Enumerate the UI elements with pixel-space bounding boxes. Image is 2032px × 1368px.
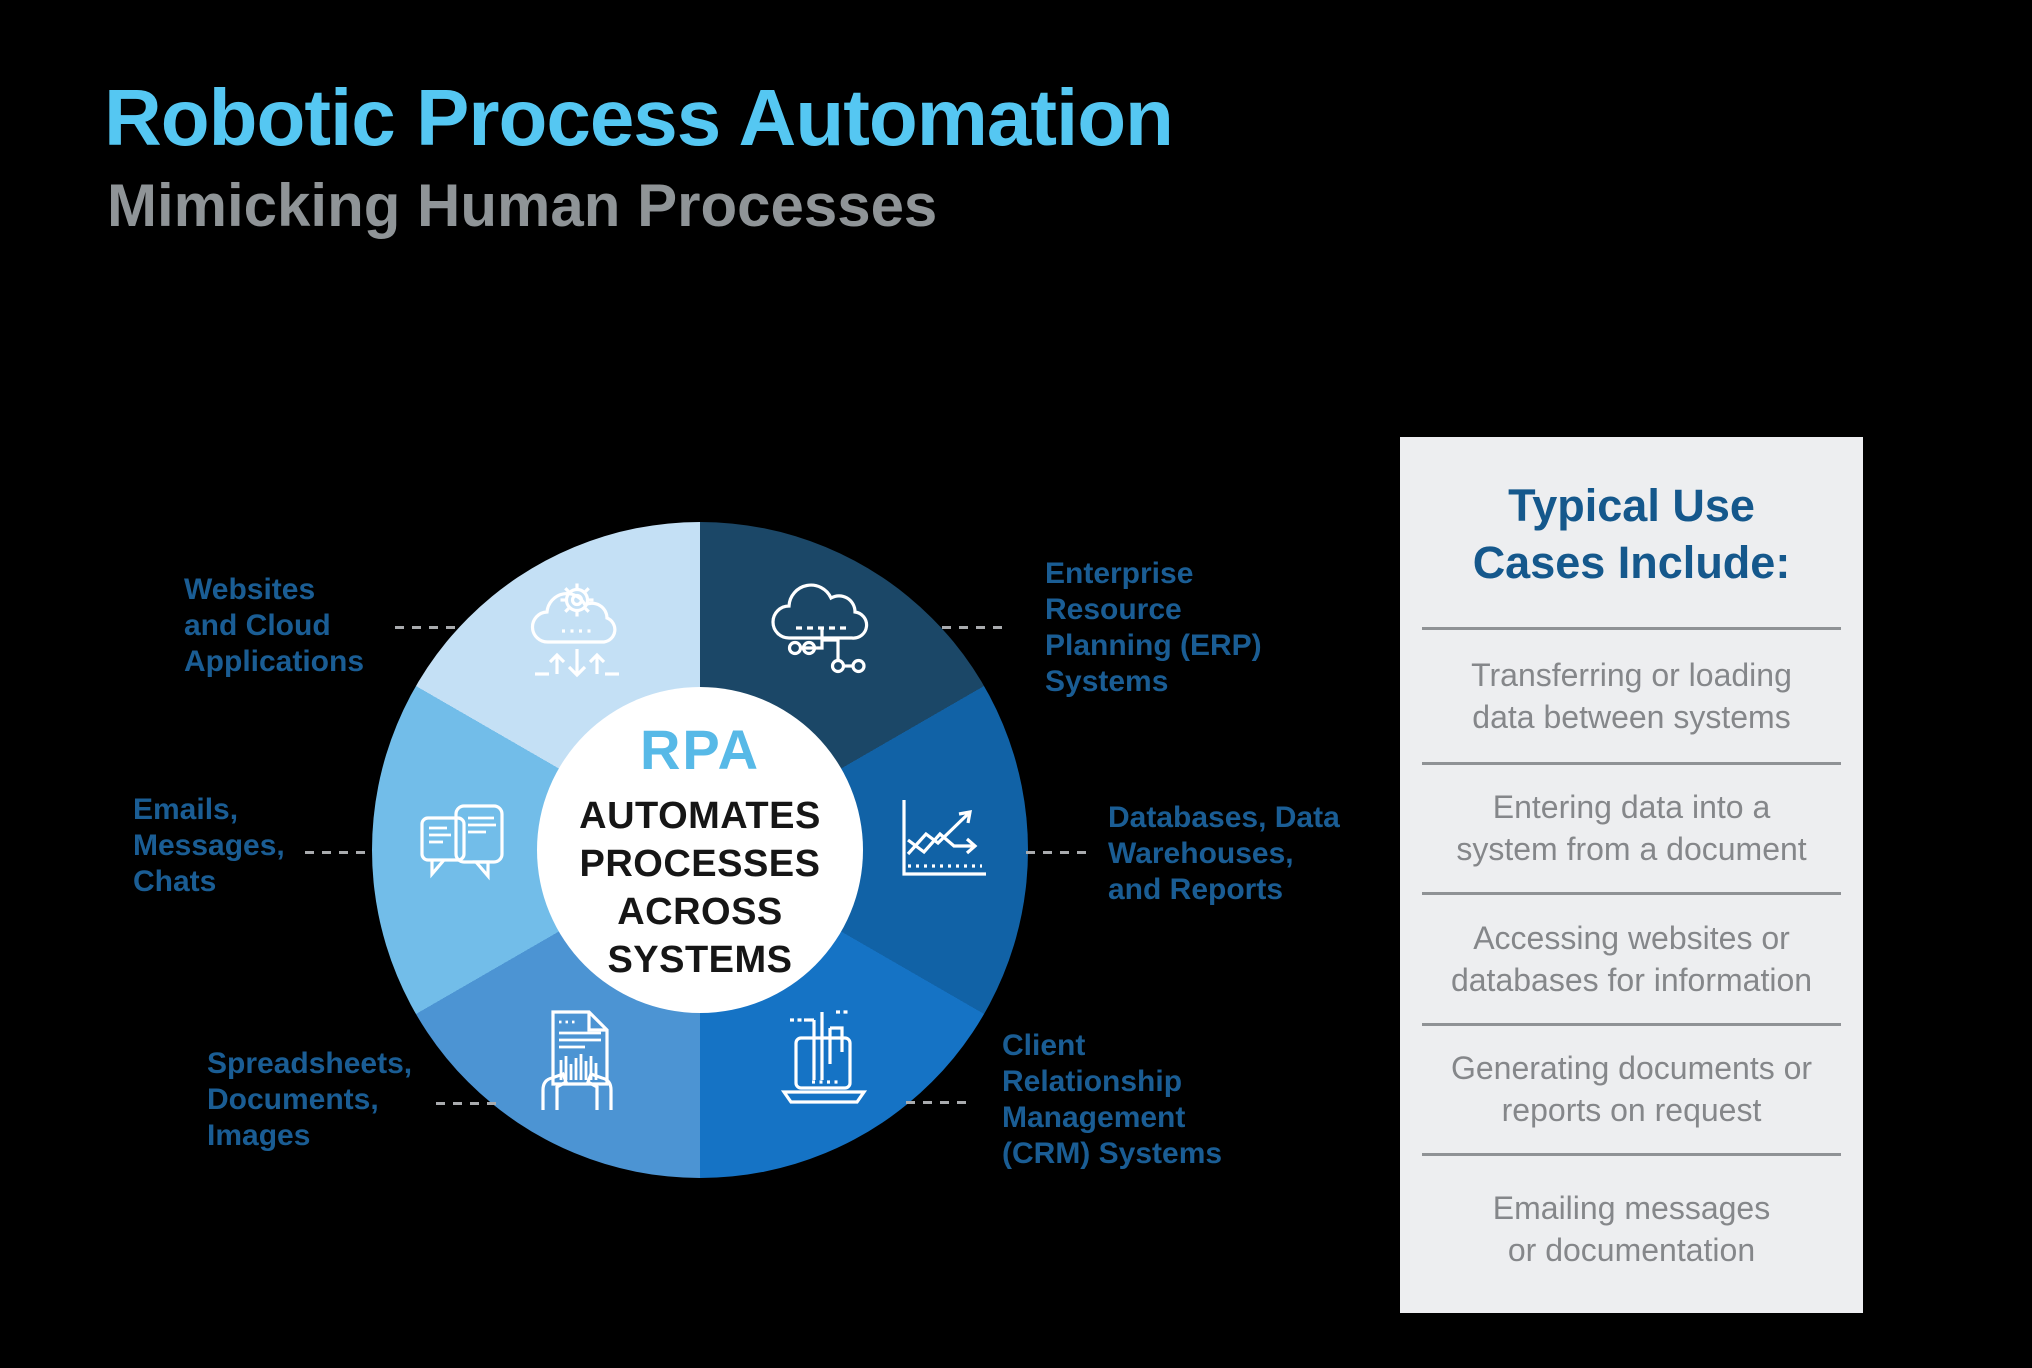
panel-divider [1422, 1153, 1841, 1156]
laptop-icon [762, 1000, 882, 1120]
use-case-item: Accessing websites or databases for info… [1410, 895, 1853, 1022]
connector-emails [305, 851, 373, 854]
use-case-line: reports on request [1501, 1092, 1762, 1128]
use-case-item: Generating documents or reports on reque… [1410, 1026, 1853, 1152]
connector-erp [942, 626, 1008, 629]
cloud-gear-icon [517, 570, 637, 690]
label-line: Databases, Data [1108, 801, 1340, 834]
use-cases-title: Typical Use Cases Include: [1400, 477, 1863, 591]
use-case-line: Generating documents or [1450, 1050, 1813, 1086]
label-line: Management [1002, 1101, 1186, 1134]
connector-websites [395, 626, 457, 629]
label-websites-cloud: Websites and Cloud Applications [184, 572, 364, 680]
label-line: and Reports [1108, 873, 1284, 906]
use-case-line: system from a document [1456, 831, 1807, 867]
label-line: Websites [184, 573, 316, 606]
label-line: Messages, [133, 829, 285, 862]
use-cases-panel: Typical Use Cases Include: Transferring … [1400, 437, 1863, 1313]
label-line: Planning (ERP) [1045, 629, 1262, 662]
label-crm-systems: Client Relationship Management (CRM) Sys… [1002, 1028, 1222, 1172]
rpa-acronym: RPA [639, 717, 761, 781]
cloud-network-icon [762, 570, 882, 690]
wheel-center-caption: AUTOMATES PROCESSES ACROSS SYSTEMS [579, 792, 821, 984]
use-case-line: or documentation [1507, 1231, 1756, 1268]
use-cases-title-line: Typical Use [1508, 480, 1755, 531]
label-line: Images [207, 1119, 311, 1152]
connector-spreadsheets [436, 1102, 500, 1105]
label-line: and Cloud [184, 609, 331, 642]
label-erp-systems: Enterprise Resource Planning (ERP) Syste… [1045, 556, 1262, 700]
use-case-line: databases for information [1450, 961, 1813, 998]
use-case-line: Entering data into a [1492, 789, 1771, 825]
label-line: Chats [133, 865, 217, 898]
wheel-center: RPA AUTOMATES PROCESSES ACROSS SYSTEMS [537, 687, 863, 1013]
use-case-item: Transferring or loading data between sys… [1410, 630, 1853, 761]
connector-databases [1026, 851, 1088, 854]
use-case-line: Accessing websites or [1473, 919, 1790, 956]
label-line: Warehouses, [1108, 837, 1294, 870]
label-line: Emails, [133, 793, 239, 826]
caption-line: AUTOMATES [579, 794, 821, 837]
chart-icon [882, 778, 1002, 898]
label-line: Client [1002, 1029, 1086, 1062]
label-line: (CRM) Systems [1002, 1137, 1223, 1170]
label-line: Spreadsheets, [207, 1047, 413, 1080]
page-subtitle: Mimicking Human Processes [107, 172, 938, 239]
label-line: Applications [184, 645, 365, 678]
label-line: Documents, [207, 1083, 379, 1116]
caption-line: ACROSS [617, 890, 783, 933]
use-cases-title-line: Cases Include: [1472, 537, 1791, 588]
page-title: Robotic Process Automation [104, 73, 1174, 162]
caption-line: PROCESSES [579, 842, 821, 885]
panel-divider [1422, 762, 1841, 765]
label-spreadsheets: Spreadsheets, Documents, Images [207, 1046, 412, 1154]
label-line: Systems [1045, 665, 1169, 698]
use-case-item: Entering data into a system from a docum… [1410, 765, 1853, 891]
label-databases: Databases, Data Warehouses, and Reports [1108, 800, 1340, 908]
panel-divider [1422, 627, 1841, 630]
label-line: Relationship [1002, 1065, 1183, 1098]
panel-divider [1422, 892, 1841, 895]
caption-line: SYSTEMS [607, 938, 793, 981]
use-case-line: Transferring or loading [1471, 656, 1792, 693]
use-case-line: data between systems [1472, 698, 1791, 735]
connector-crm [906, 1101, 974, 1104]
label-emails-messages: Emails, Messages, Chats [133, 792, 285, 900]
panel-divider [1422, 1023, 1841, 1026]
label-line: Enterprise [1045, 557, 1194, 590]
label-line: Resource [1045, 593, 1182, 626]
use-case-item: Emailing messages or documentation [1410, 1156, 1853, 1301]
chat-bubbles-icon [406, 782, 526, 902]
use-case-line: Emailing messages [1492, 1189, 1771, 1226]
document-hands-icon [517, 1000, 637, 1120]
